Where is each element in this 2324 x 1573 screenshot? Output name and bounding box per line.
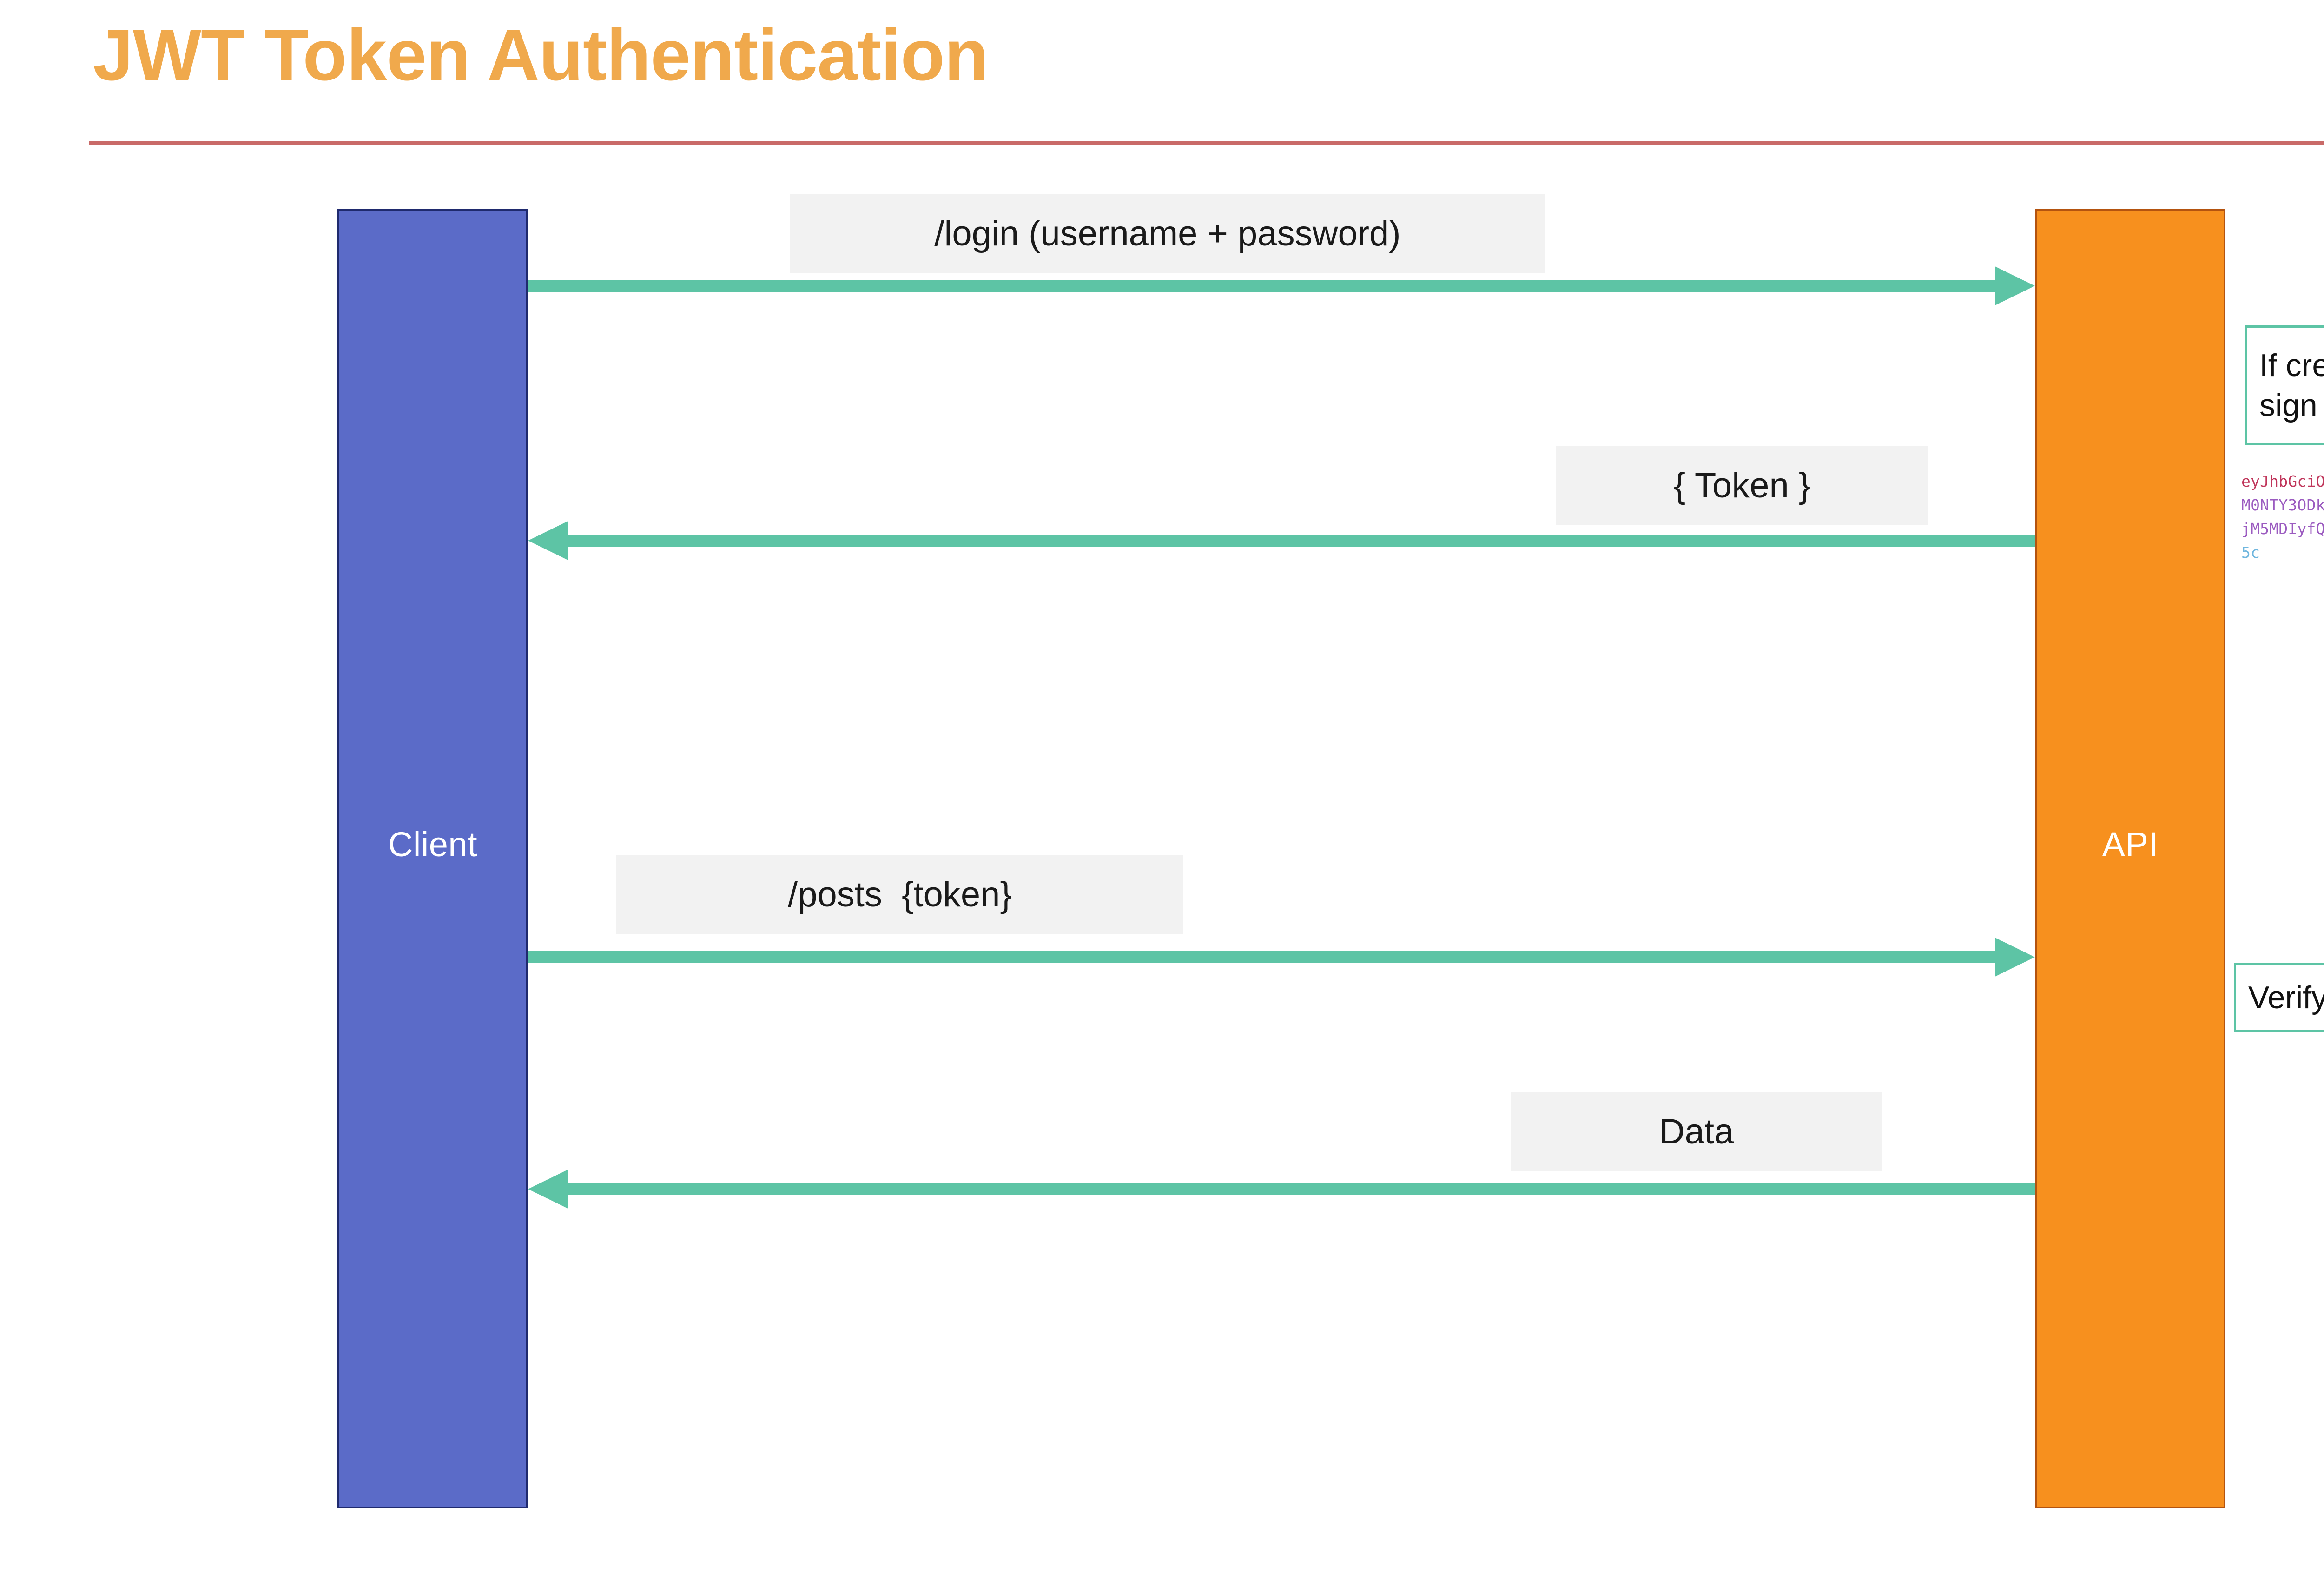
message-arrow-token <box>528 521 2035 560</box>
arrowhead-left-icon <box>528 1170 568 1209</box>
participant-client-lifeline: Client <box>337 209 528 1508</box>
jwt-token-string: eyJhbGciOiJIUzI1NiIsInR5cCI6IkpXVCJ9.eyJ… <box>2241 469 2324 565</box>
message-label-login: /login (username + password) <box>790 194 1545 273</box>
message-arrow-data <box>528 1170 2035 1209</box>
jwt-payload-segment: eyJzdWIiOiIxMjM0NTY3ODkwIiwibmFtZSI6Ikpv… <box>2241 496 2324 538</box>
note-sign-jwt-token: If credentials are valid sign JWT Token <box>2245 325 2324 445</box>
message-label-data: Data <box>1511 1092 1882 1171</box>
arrowhead-right-icon <box>1995 938 2035 977</box>
message-arrow-posts <box>528 938 2035 977</box>
note-sign-jwt-token-text: If credentials are valid sign JWT Token <box>2259 347 2324 423</box>
arrowhead-left-icon <box>528 521 568 560</box>
page-title: JWT Token Authentication <box>93 15 989 96</box>
jwt-signature-segment: SflKxwRJSMeKKF2QT4fwpMeJf36POk6yJV_adQss… <box>2241 543 2260 562</box>
jwt-header-segment: eyJhbGciOiJIUzI1NiIsInR5cCI6IkpXVCJ9 <box>2241 472 2324 490</box>
message-arrow-login <box>528 266 2035 305</box>
participant-api-label: API <box>2102 825 2159 864</box>
note-verify-token-text: Verify token is valid <box>2248 979 2324 1015</box>
title-divider <box>89 141 2324 145</box>
arrow-shaft <box>528 951 1998 963</box>
message-label-token: { Token } <box>1556 446 1928 525</box>
arrowhead-right-icon <box>1995 266 2035 305</box>
participant-client-label: Client <box>388 825 478 864</box>
arrow-shaft <box>565 535 2035 547</box>
note-verify-token: Verify token is valid <box>2234 963 2324 1032</box>
participant-api-lifeline: API <box>2035 209 2225 1508</box>
arrow-shaft <box>565 1183 2035 1195</box>
message-label-posts: /posts {token} <box>616 855 1183 934</box>
arrow-shaft <box>528 280 1998 292</box>
